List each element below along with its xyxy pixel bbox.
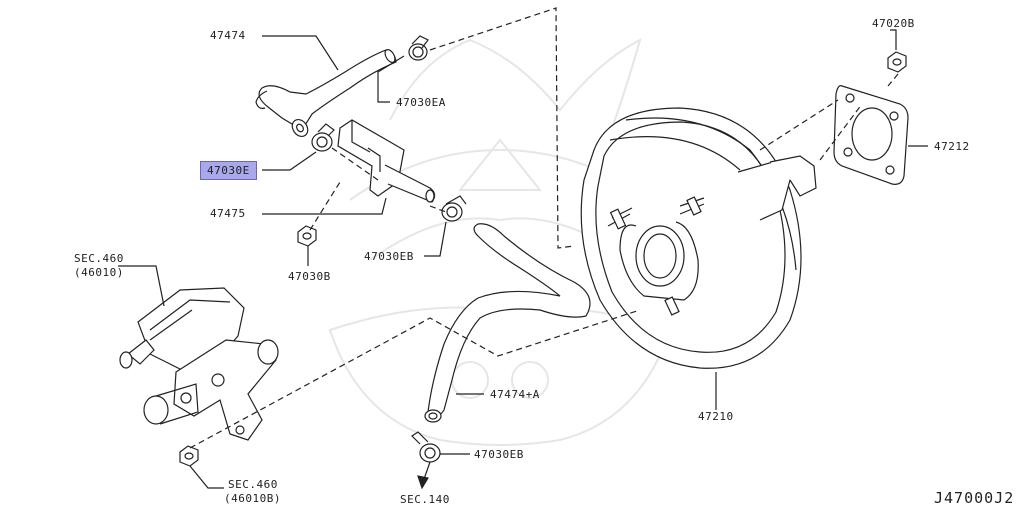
label-sec460-bottom: SEC.460 [228, 478, 278, 491]
clip-47030E [311, 123, 335, 152]
diagram-code: J47000J2 [934, 489, 1015, 507]
label-47020B: 47020B [872, 17, 915, 30]
label-sec460-top-sub: (46010) [74, 266, 124, 279]
clip-47030EB-upper [441, 195, 467, 222]
master-cylinder [119, 287, 279, 441]
label-47030B: 47030B [288, 270, 331, 283]
label-sec460-top: SEC.460 [74, 252, 124, 265]
hose-47474A [424, 223, 591, 423]
label-47030EB-lower: 47030EB [474, 448, 524, 461]
clip-47030EA [408, 35, 429, 61]
valve-47475 [337, 119, 436, 203]
nut-master-cylinder [179, 445, 199, 467]
gasket-47212 [833, 85, 909, 185]
label-47030EB-upper: 47030EB [364, 250, 414, 263]
dashed-phantom-lines [189, 7, 899, 449]
brake-booster-47210 [580, 107, 817, 369]
leader-lines [118, 29, 928, 489]
label-47475: 47475 [210, 207, 246, 220]
label-sec140: SEC.140 [400, 493, 450, 506]
label-47210: 47210 [698, 410, 734, 423]
nut-47020B [887, 51, 907, 73]
arrow-to-sec140 [417, 461, 431, 490]
label-47474: 47474 [210, 29, 246, 42]
nut-47030B [297, 225, 317, 247]
label-sec460-bottom-sub: (46010B) [224, 492, 281, 505]
hose-47474 [255, 49, 397, 137]
label-47212: 47212 [934, 140, 970, 153]
label-47474A: 47474+A [490, 388, 540, 401]
label-47030EA: 47030EA [396, 96, 446, 109]
label-47030E-highlighted[interactable]: 47030E [200, 161, 257, 180]
